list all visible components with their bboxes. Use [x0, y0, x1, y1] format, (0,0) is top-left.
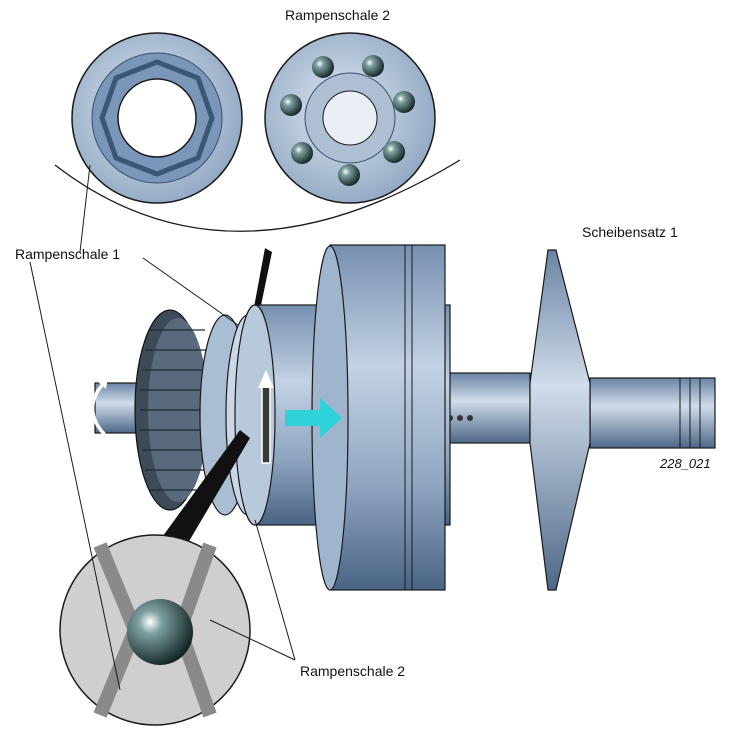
ball [127, 599, 193, 665]
ball-ring [280, 55, 415, 186]
leader-lines [29, 164, 296, 691]
ramp-ring-2-face [264, 32, 436, 204]
detail-magnifier [59, 430, 251, 726]
clutch-drum [234, 244, 451, 591]
label-ramp-ring-1: Rampenschale 1 [15, 246, 121, 262]
pulley-disc [529, 249, 591, 591]
ramp-ring-1-face [71, 32, 243, 204]
gear [134, 309, 210, 511]
rotation-arrow-icon [90, 370, 274, 464]
label-top-ramp-ring: Rampenschale 2 [285, 7, 391, 23]
arrow-right-icon [285, 398, 342, 438]
label-bottom-ramp-ring: Rampenschale 2 [300, 663, 406, 679]
label-pulley-set: Scheibensatz 1 [582, 224, 678, 240]
shaft [94, 372, 716, 449]
figure-number: 228_021 [660, 456, 711, 471]
